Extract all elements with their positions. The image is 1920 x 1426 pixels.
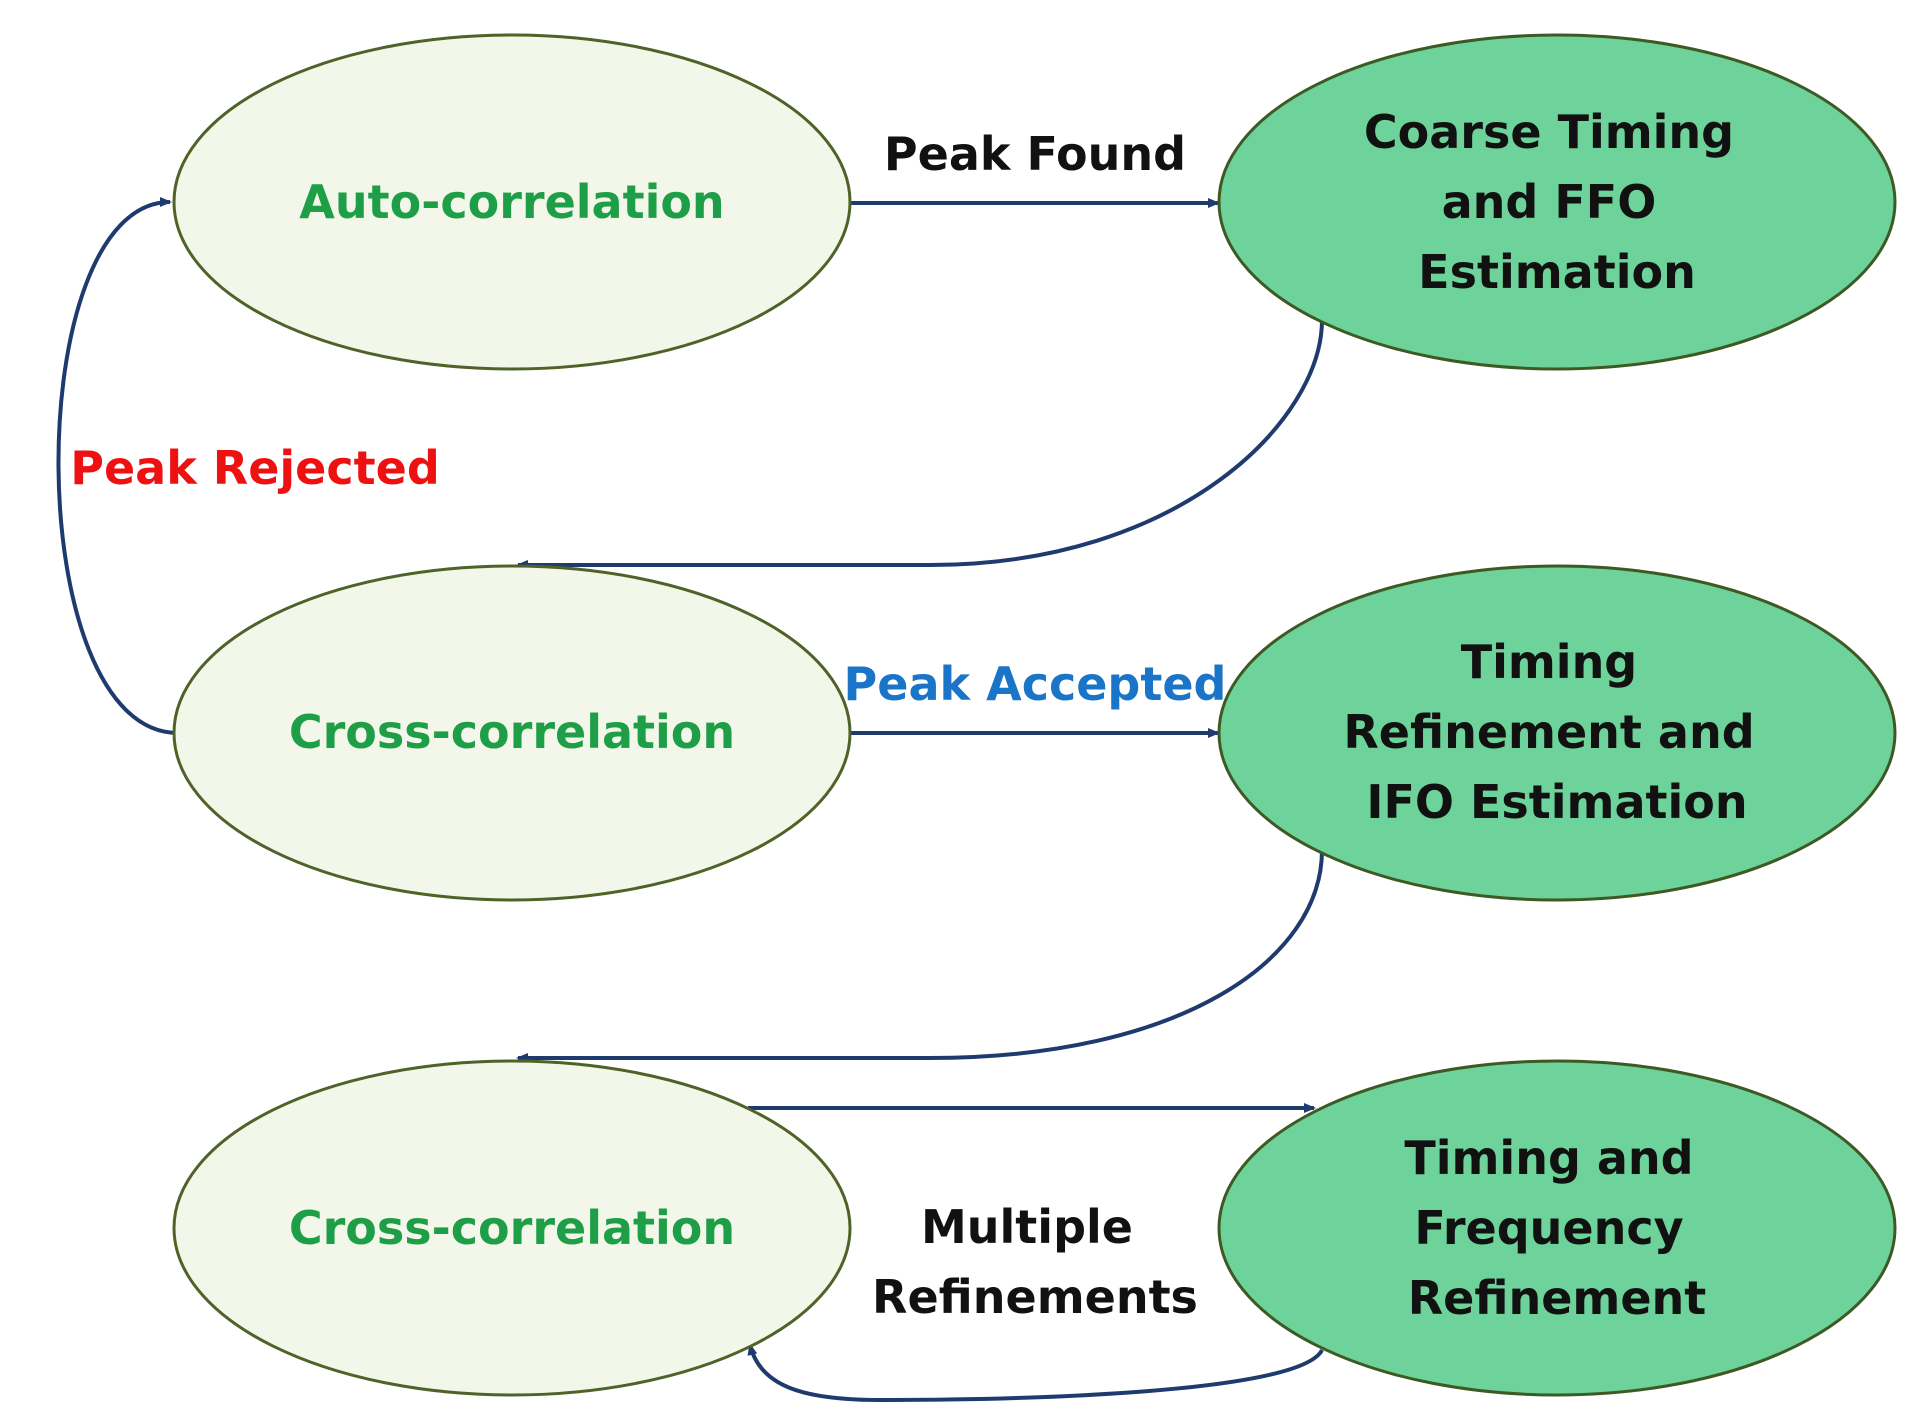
edge-labels: Peak Found Peak Rejected Peak Accepted M…: [70, 127, 1226, 1324]
node-label-line: IFO Estimation: [1366, 775, 1747, 829]
node-label-line: Coarse Timing: [1364, 105, 1734, 159]
edge-label-line: Multiple: [921, 1200, 1133, 1254]
node-label-timing-frequency: Timing and Frequency Refinement: [1404, 1131, 1709, 1325]
connectors: [56, 197, 1324, 1403]
node-label-line: and FFO: [1442, 175, 1657, 229]
edge-label-peak-accepted: Peak Accepted: [844, 657, 1227, 711]
node-label-auto-correlation: Auto-correlation: [299, 175, 724, 229]
node-label-cross-correlation-1: Cross-correlation: [289, 705, 735, 759]
node-label-line: Estimation: [1418, 245, 1696, 299]
node-label-line: Cross-correlation: [289, 705, 735, 759]
edge-label-peak-rejected: Peak Rejected: [70, 441, 440, 495]
edge-label-line: Peak Accepted: [844, 657, 1227, 711]
node-label-line: Auto-correlation: [299, 175, 724, 229]
edge-coarse-to-cross-arrow: [516, 319, 1324, 570]
edge-label-peak-found: Peak Found: [884, 127, 1186, 181]
edge-multiple-refinements-arrow: [747, 1343, 1324, 1403]
node-cross-correlation-2: [172, 1059, 852, 1397]
node-labels: Auto-correlation Coarse Timing and FFO E…: [289, 105, 1770, 1325]
node-label-line: Refinement and: [1343, 705, 1754, 759]
node-cross-correlation-1: [172, 564, 852, 902]
node-timing-frequency-refinement: [1217, 1059, 1897, 1397]
edge-label-line: Peak Found: [884, 127, 1186, 181]
edge-label-line: Peak Rejected: [70, 441, 440, 495]
node-label-timing-refinement: Timing Refinement and IFO Estimation: [1343, 635, 1770, 829]
node-label-line: Cross-correlation: [289, 1201, 735, 1255]
node-label-line: Refinement: [1408, 1271, 1707, 1325]
edge-peak-rejected-arrow: [56, 197, 179, 735]
node-label-line: Frequency: [1414, 1201, 1683, 1255]
edge-label-line: Refinements: [872, 1270, 1198, 1324]
nodes: [172, 33, 1897, 1397]
node-auto-correlation: [172, 33, 852, 371]
node-label-cross-correlation-2: Cross-correlation: [289, 1201, 735, 1255]
node-label-coarse-timing: Coarse Timing and FFO Estimation: [1364, 105, 1750, 299]
node-label-line: Timing: [1461, 635, 1638, 689]
node-coarse-timing-ffo-estimation: [1217, 33, 1897, 371]
node-timing-refinement-ifo-estimation: [1217, 564, 1897, 902]
node-label-line: Timing and: [1404, 1131, 1693, 1185]
edge-refinement-to-cross-arrow: [516, 849, 1324, 1063]
edge-label-multiple-refinements: Multiple Refinements: [872, 1200, 1198, 1324]
